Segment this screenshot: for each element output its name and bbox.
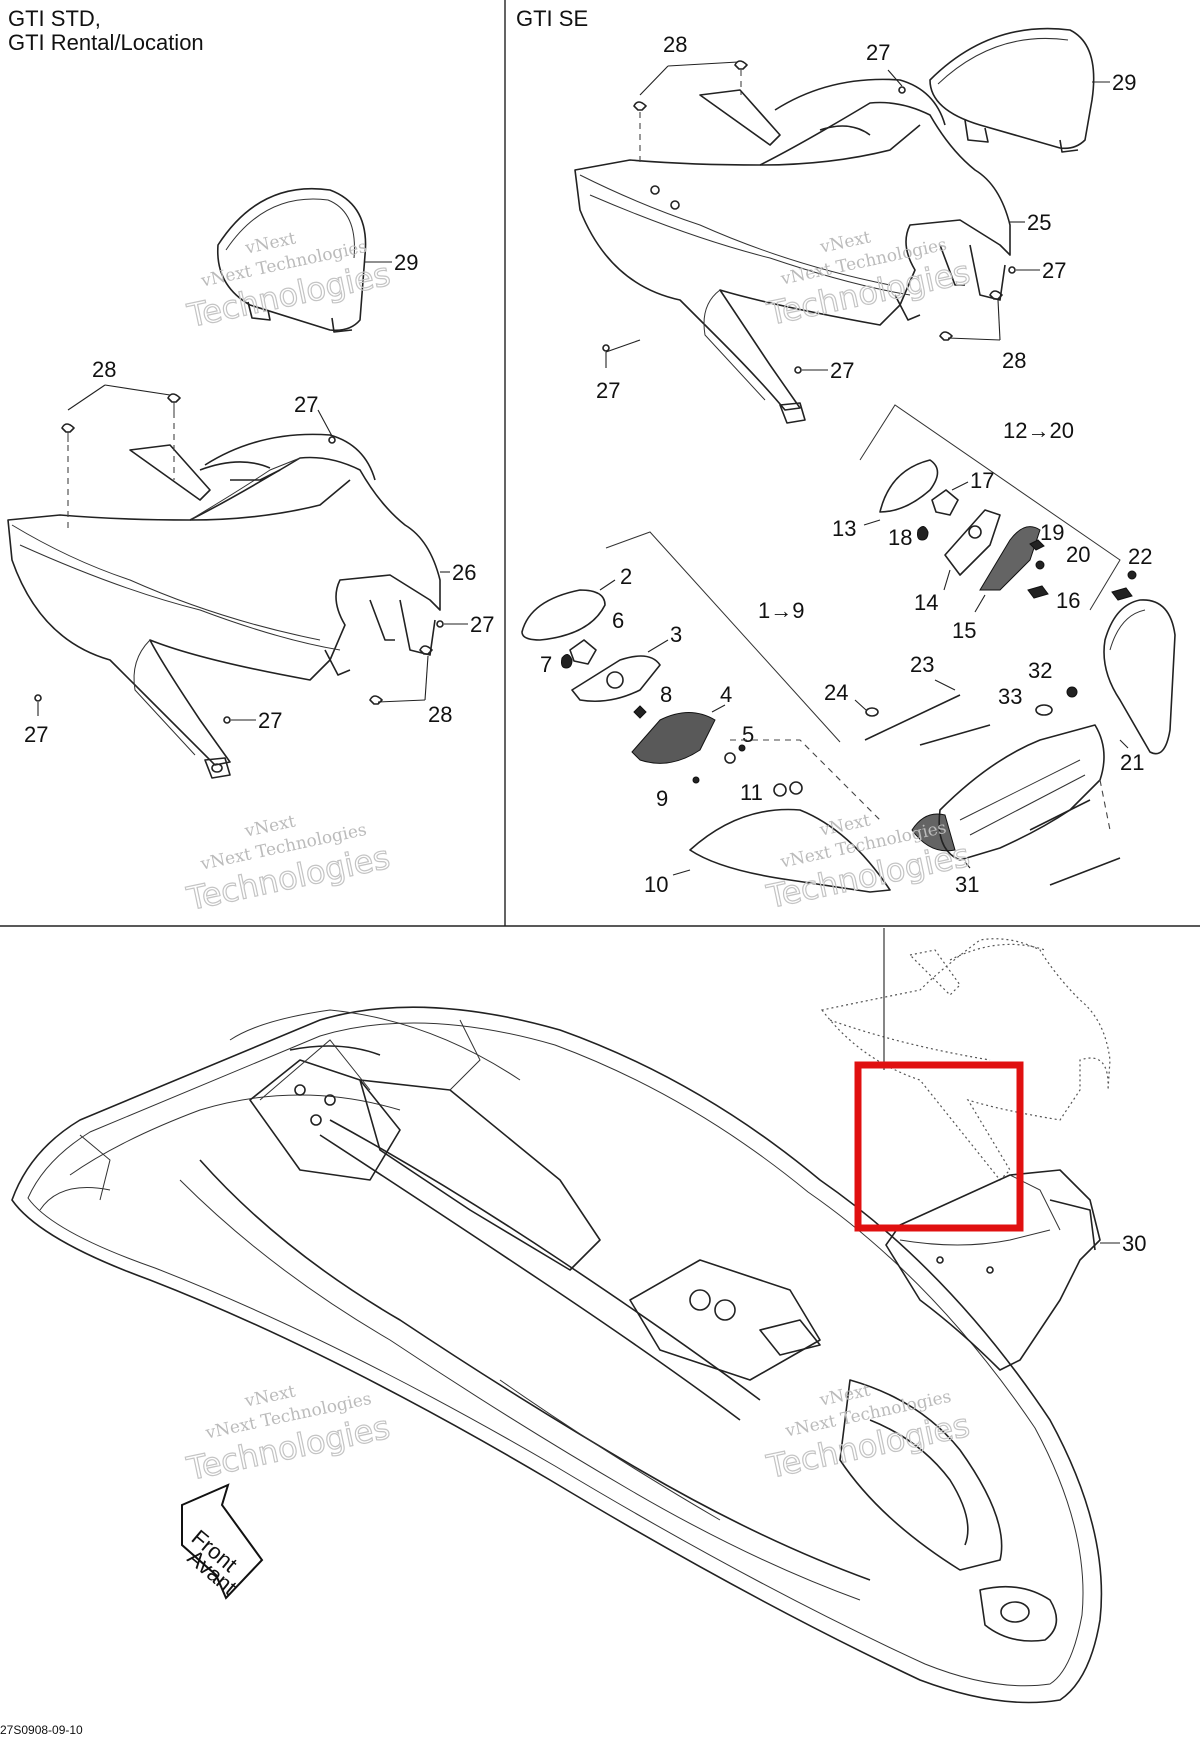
watermark-5: vNext vNext Technologies Technologies [182, 1381, 393, 1488]
part-8-nut [633, 705, 647, 719]
label-21: 21 [1120, 750, 1144, 775]
title-gti-std: GTI STD, [8, 6, 101, 31]
label-right-27-right: 27 [1042, 258, 1066, 283]
part-2-lens [521, 589, 606, 641]
drop-icon-7 [561, 654, 573, 669]
drawing-code: 27S0908-09-10 [0, 1723, 83, 1737]
watermark-3: vNext vNext Technologies Technologies [182, 811, 393, 918]
left-fasteners [34, 393, 444, 724]
drop-icon-18 [917, 526, 929, 541]
label-14: 14 [914, 590, 938, 615]
part-30-cover [885, 1169, 1101, 1371]
part-6 [569, 639, 597, 665]
part-21-housing [1103, 599, 1176, 755]
part-15-cover [979, 526, 1041, 591]
part-19-nut [1029, 539, 1045, 551]
label-right-27-mid: 27 [830, 358, 854, 383]
part-10-cover [689, 808, 891, 893]
part-16-clip [1027, 585, 1049, 599]
label-18: 18 [888, 525, 912, 550]
part-4-housing [631, 712, 716, 764]
label-left-29: 29 [394, 250, 418, 275]
part-5-washer [724, 752, 736, 764]
part-20-washer [1035, 560, 1045, 570]
label-9: 9 [656, 786, 668, 811]
hull-body-outline [820, 938, 1111, 1181]
label-31: 31 [955, 872, 979, 897]
label-2: 2 [620, 564, 632, 589]
left-panel: 29 26 [7, 187, 494, 779]
label-right-27-left: 27 [596, 378, 620, 403]
part-9-screw [692, 776, 700, 784]
title-gti-se: GTI SE [516, 6, 588, 31]
label-1-9: 1→9 [758, 598, 804, 623]
label-33: 33 [998, 684, 1022, 709]
label-17: 17 [970, 468, 994, 493]
label-3: 3 [670, 622, 682, 647]
label-15: 15 [952, 618, 976, 643]
label-right-28-bottom: 28 [1002, 348, 1026, 373]
label-22: 22 [1128, 544, 1152, 569]
label-19: 19 [1040, 520, 1064, 545]
label-left-27-mid: 27 [258, 708, 282, 733]
label-10: 10 [644, 872, 668, 897]
label-right-27-top: 27 [866, 40, 890, 65]
label-12-20: 12→20 [1003, 418, 1074, 443]
label-32: 32 [1028, 658, 1052, 683]
label-left-27-top: 27 [294, 392, 318, 417]
label-6: 6 [612, 608, 624, 633]
label-5: 5 [742, 722, 754, 747]
label-30: 30 [1122, 1231, 1146, 1256]
label-24: 24 [824, 680, 848, 705]
label-left-27-bottom: 27 [24, 722, 48, 747]
front-arrow: Front Avant [181, 1483, 264, 1600]
part-33-washer [1035, 704, 1053, 716]
hull-assembly [11, 1006, 1103, 1704]
part-31-housing [938, 724, 1105, 861]
label-7: 7 [540, 652, 552, 677]
label-23: 23 [910, 652, 934, 677]
right-panel: 29 25 [521, 27, 1176, 897]
label-left-27-right: 27 [470, 612, 494, 637]
label-left-26: 26 [452, 560, 476, 585]
left-seat-cap [217, 187, 367, 333]
part-14-base [944, 509, 1001, 576]
label-20: 20 [1066, 542, 1090, 567]
label-16: 16 [1056, 588, 1080, 613]
label-left-28-top: 28 [92, 357, 116, 382]
left-upper-body [7, 433, 441, 779]
part-11-nut [773, 783, 787, 797]
highlight-box [854, 1061, 1024, 1232]
label-8: 8 [660, 682, 672, 707]
right-upper-body [574, 78, 1011, 424]
part-3-plate [571, 655, 661, 703]
label-13: 13 [832, 516, 856, 541]
right-fasteners [602, 60, 1016, 374]
label-right-25: 25 [1027, 210, 1051, 235]
label-right-29: 29 [1112, 70, 1136, 95]
label-left-28-bottom: 28 [428, 702, 452, 727]
right-seat-cap [929, 27, 1095, 153]
part-32-nut [1066, 686, 1078, 698]
part-23-rod [864, 694, 961, 741]
part-22-clip [1111, 587, 1133, 601]
part-17 [931, 489, 959, 516]
label-11: 11 [740, 780, 763, 805]
group-1-9-bracket [605, 531, 841, 743]
watermark-2: vNext vNext Technologies Technologies [763, 227, 974, 333]
label-right-28-top: 28 [663, 32, 687, 57]
group-12-20-bracket [859, 404, 1121, 611]
title-gti-rental: GTI Rental/Location [8, 30, 204, 55]
part-24-washer [865, 707, 879, 717]
label-4: 4 [720, 682, 732, 707]
part-13-lens [879, 459, 939, 513]
